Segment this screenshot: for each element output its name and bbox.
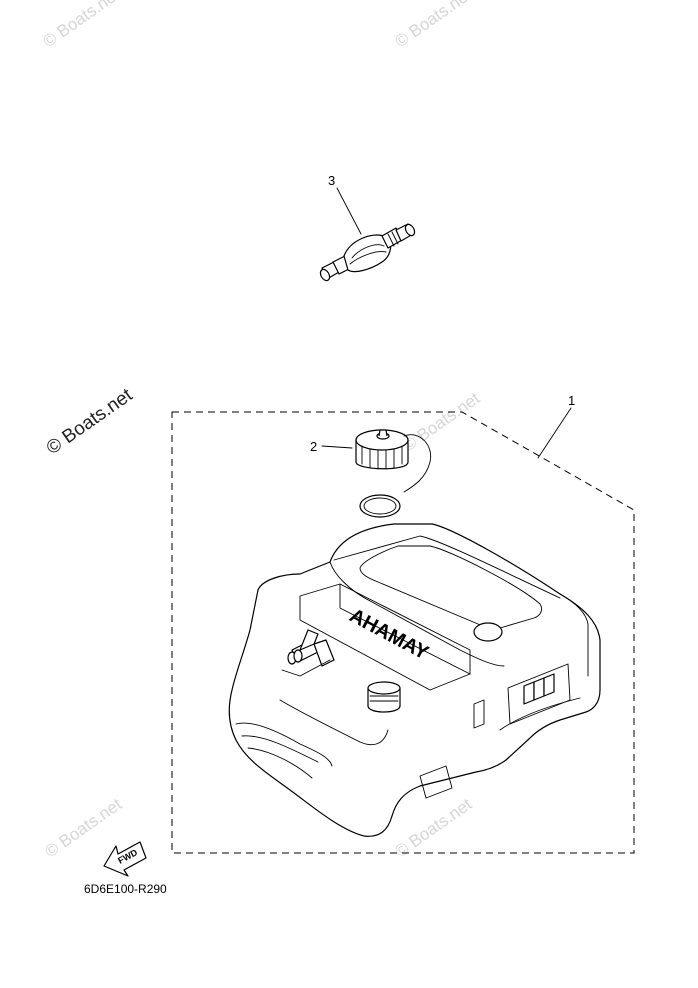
diagram-code: 6D6E100-R290 bbox=[84, 882, 167, 896]
watermark-top-right: © Boats.net bbox=[391, 0, 475, 51]
callout-2: 2 bbox=[310, 439, 317, 454]
watermark-middle-right: © Boats.net bbox=[399, 388, 483, 455]
primer-bulb-part bbox=[319, 187, 416, 282]
watermark-primary: © Boats.net bbox=[43, 384, 137, 459]
watermark-bottom-right: © Boats.net bbox=[391, 794, 475, 861]
fuel-cap-part bbox=[321, 429, 432, 518]
callout-1-leader bbox=[537, 407, 572, 459]
fuel-tank-part: YAMAHA bbox=[228, 523, 601, 837]
watermark-top-left: © Boats.net bbox=[39, 0, 123, 51]
callout-1: 1 bbox=[568, 393, 575, 408]
fwd-arrow-icon: FWD bbox=[103, 841, 147, 877]
assembly-boundary bbox=[171, 411, 635, 854]
callout-3: 3 bbox=[328, 173, 335, 188]
